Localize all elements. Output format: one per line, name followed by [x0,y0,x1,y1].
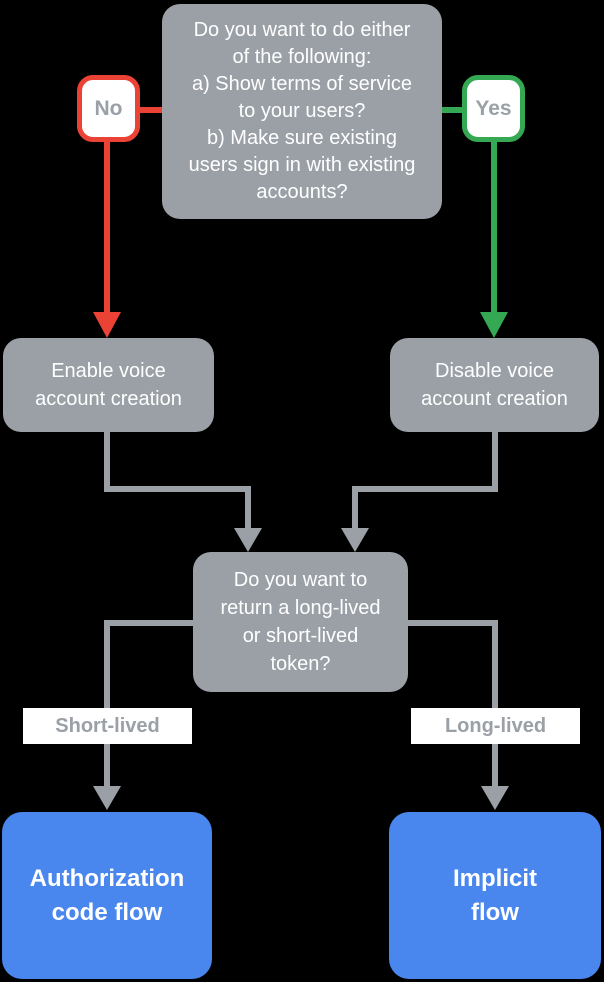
disable-elbow-line [352,486,498,492]
long-lived-horizontal-line [408,620,495,626]
no-branch-vertical-line [104,140,110,312]
long-lived-vertical-line [492,620,498,786]
authorization-code-flow-box: Authorization code flow [2,812,212,979]
yes-branch-arrowhead-icon [480,312,508,338]
long-lived-label: Long-lived [411,708,580,744]
enable-down-line [104,432,110,492]
disable-voice-box: Disable voice account creation [390,338,599,432]
disable-down-line [492,432,498,492]
enable-voice-box: Enable voice account creation [3,338,214,432]
yes-badge: Yes [462,75,525,142]
long-lived-arrowhead-icon [481,786,509,810]
implicit-flow-box: Implicit flow [389,812,601,979]
no-branch-horizontal-line [140,107,162,113]
disable-arrowhead-icon [341,528,369,552]
enable-arrowhead-icon [234,528,262,552]
disable-drop-line [352,486,358,530]
short-lived-vertical-line [104,620,110,786]
no-badge: No [77,75,140,142]
question-terms-box: Do you want to do either of the followin… [162,4,442,219]
short-lived-label: Short-lived [23,708,192,744]
short-lived-arrowhead-icon [93,786,121,810]
no-branch-arrowhead-icon [93,312,121,338]
short-lived-horizontal-line [104,620,193,626]
enable-drop-line [245,486,251,530]
yes-branch-horizontal-line [442,107,463,113]
yes-branch-vertical-line [491,140,497,312]
question-token-box: Do you want to return a long-lived or sh… [193,552,408,692]
enable-elbow-line [104,486,251,492]
